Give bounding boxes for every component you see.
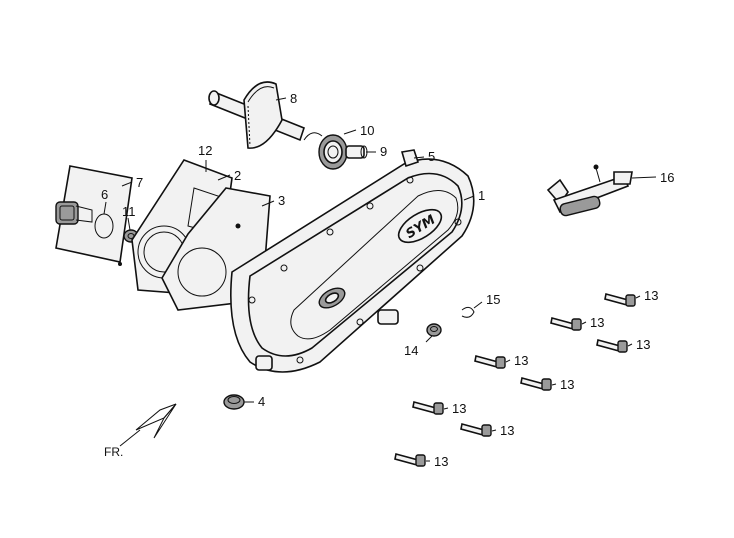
callout-13: 13 (514, 353, 528, 368)
callout-13: 13 (500, 423, 514, 438)
callout-14: 14 (404, 343, 418, 358)
callout-9: 9 (380, 144, 387, 159)
callout-13: 13 (590, 315, 604, 330)
callout-7: 7 (136, 175, 143, 190)
leader-lines (103, 97, 657, 462)
part-15-clip (461, 306, 475, 318)
callout-5: 5 (428, 149, 435, 164)
bolt (520, 377, 552, 391)
part-10-kick-spring (303, 132, 348, 170)
front-label: FR. (104, 445, 123, 459)
callout-6: 6 (101, 187, 108, 202)
part-9-bushing (345, 145, 368, 159)
part-8-kick-spindle (208, 81, 305, 149)
callout-11: 11 (122, 204, 136, 219)
bolt (550, 317, 582, 331)
callout-13: 13 (560, 377, 574, 392)
part-4-plug (223, 394, 245, 410)
bolt (604, 293, 636, 307)
bolt (596, 339, 628, 353)
callout-13: 13 (644, 288, 658, 303)
bolt (412, 401, 444, 415)
callout-labels: 1 2 3 4 5 6 7 8 9 10 11 12 13 13 13 13 1… (101, 91, 674, 469)
part-14-cap (426, 323, 442, 337)
part-1-left-crankcase-cover: SYM (230, 158, 475, 373)
part-5-dowel (400, 149, 420, 168)
callout-8: 8 (290, 91, 297, 106)
front-direction-arrow: FR. (104, 403, 177, 459)
callout-4: 4 (258, 394, 265, 409)
callout-10: 10 (360, 123, 374, 138)
dowel-pin (118, 262, 122, 266)
callout-2: 2 (234, 168, 241, 183)
callout-3: 3 (278, 193, 285, 208)
bolt (474, 355, 506, 369)
callout-15: 15 (486, 292, 500, 307)
callout-1: 1 (478, 188, 485, 203)
callout-16: 16 (660, 170, 674, 185)
bolts-13 (394, 293, 636, 467)
bolt (460, 423, 492, 437)
callout-13: 13 (636, 337, 650, 352)
callout-13: 13 (434, 454, 448, 469)
bolt (394, 453, 426, 467)
part-7-gear-housing (55, 165, 133, 263)
part-16-kick-lever (546, 164, 633, 217)
callout-13: 13 (452, 401, 466, 416)
callout-12: 12 (198, 143, 212, 158)
